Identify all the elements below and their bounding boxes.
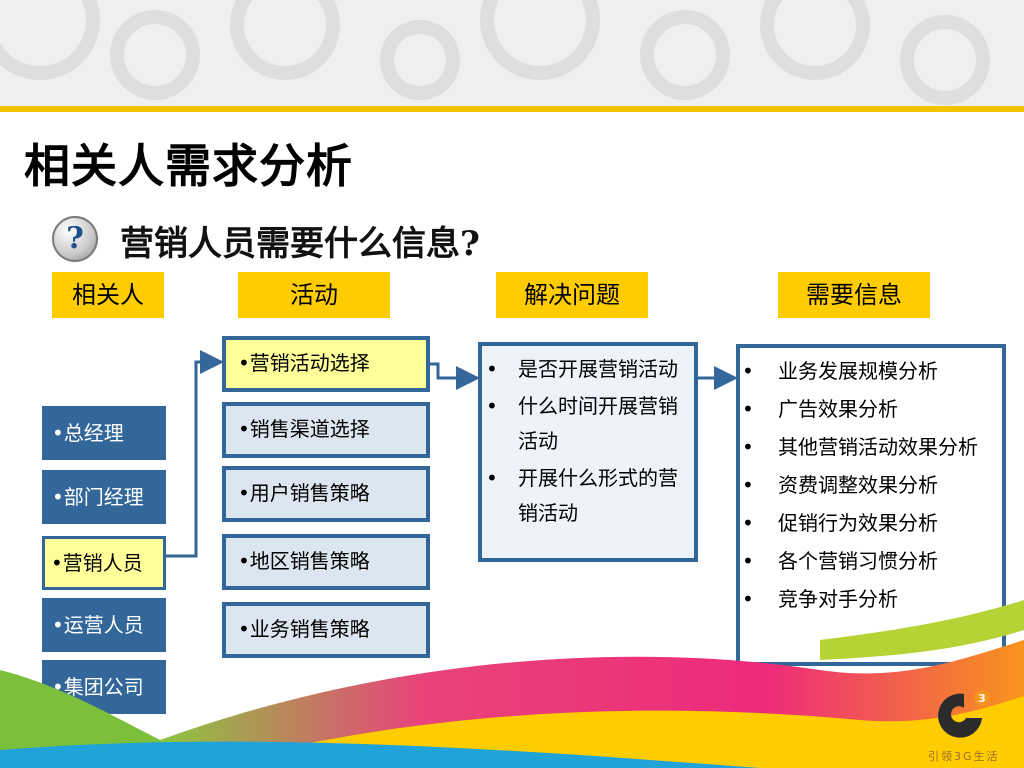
header-activities: 活动	[238, 272, 390, 318]
info-text: 资费调整效果分析	[778, 473, 938, 497]
list-item: • 各个营销习惯分析	[740, 542, 1002, 580]
list-item: • 其他营销活动效果分析	[740, 428, 1002, 466]
issues-list: • 是否开展营销活动 • 什么时间开展营销活动 • 开展什么形式的营销活动	[482, 352, 684, 531]
list-item: • 资费调整效果分析	[740, 466, 1002, 504]
svg-text:3: 3	[978, 692, 986, 705]
list-item: • 什么时间开展营销活动	[482, 389, 684, 459]
info-text: 业务发展规模分析	[778, 359, 938, 383]
issue-text: 是否开展营销活动	[518, 357, 678, 381]
activity-box[interactable]: •用户销售策略	[222, 466, 430, 522]
issues-box: • 是否开展营销活动 • 什么时间开展营销活动 • 开展什么形式的营销活动	[478, 342, 698, 562]
stakeholder-box[interactable]: •总经理	[42, 406, 166, 460]
bullet-dot: •	[742, 549, 754, 573]
connector-activity-issue	[430, 362, 480, 390]
subtitle: 营销人员需要什么信息?	[120, 224, 480, 264]
list-item: • 是否开展营销活动	[482, 352, 684, 387]
bullet-dot: •	[742, 511, 754, 535]
question-icon: ?	[52, 216, 98, 262]
info-needed-list: •业务发展规模分析 •广告效果分析 •其他营销活动效果分析 •资费调整效果分析 …	[740, 352, 1002, 618]
issue-text: 开展什么形式的营销活动	[518, 466, 678, 525]
info-needed-box: •业务发展规模分析 •广告效果分析 •其他营销活动效果分析 •资费调整效果分析 …	[736, 344, 1006, 666]
brand-slogan: 引领3G生活	[928, 750, 1000, 763]
connector-stakeholder-activity	[166, 350, 224, 558]
bullet-dot: •	[486, 394, 498, 418]
stakeholder-box[interactable]: •营销人员	[42, 536, 166, 590]
info-text: 其他营销活动效果分析	[778, 435, 978, 459]
wave-blue	[0, 741, 760, 768]
page-title: 相关人需求分析	[24, 139, 353, 193]
info-text: 促销行为效果分析	[778, 511, 938, 535]
bullet-dot: •	[742, 587, 754, 611]
list-item: • 竞争对手分析	[740, 580, 1002, 618]
header-divider	[0, 106, 1024, 112]
info-text: 竞争对手分析	[778, 587, 898, 611]
activity-box[interactable]: •地区销售策略	[222, 534, 430, 590]
activity-box[interactable]: •业务销售策略	[222, 602, 430, 658]
wave-lime	[820, 600, 1024, 660]
bullet-dot: •	[742, 359, 754, 383]
info-text: 各个营销习惯分析	[778, 549, 938, 573]
brand-logo-icon: 3	[938, 690, 990, 738]
footer-wave-decoration	[0, 600, 1024, 768]
list-item: • 促销行为效果分析	[740, 504, 1002, 542]
header-info-needed: 需要信息	[778, 272, 930, 318]
bullet-dot: •	[742, 435, 754, 459]
info-text: 广告效果分析	[778, 397, 898, 421]
header-decoration	[0, 0, 1024, 112]
bullet-dot: •	[742, 397, 754, 421]
bullet-dot: •	[486, 466, 498, 490]
bullet-dot: •	[486, 357, 498, 381]
list-item: • 开展什么形式的营销活动	[482, 461, 684, 531]
issue-text: 什么时间开展营销活动	[518, 394, 678, 453]
header-issues: 解决问题	[496, 272, 648, 318]
list-item: • 广告效果分析	[740, 390, 1002, 428]
stakeholder-box[interactable]: •运营人员	[42, 598, 166, 652]
header-stakeholders: 相关人	[52, 272, 164, 318]
stakeholder-box[interactable]: •部门经理	[42, 470, 166, 524]
activity-box[interactable]: •销售渠道选择	[222, 402, 430, 458]
list-item: • 业务发展规模分析	[740, 352, 1002, 390]
bullet-dot: •	[742, 473, 754, 497]
activity-box[interactable]: •营销活动选择	[222, 336, 430, 392]
